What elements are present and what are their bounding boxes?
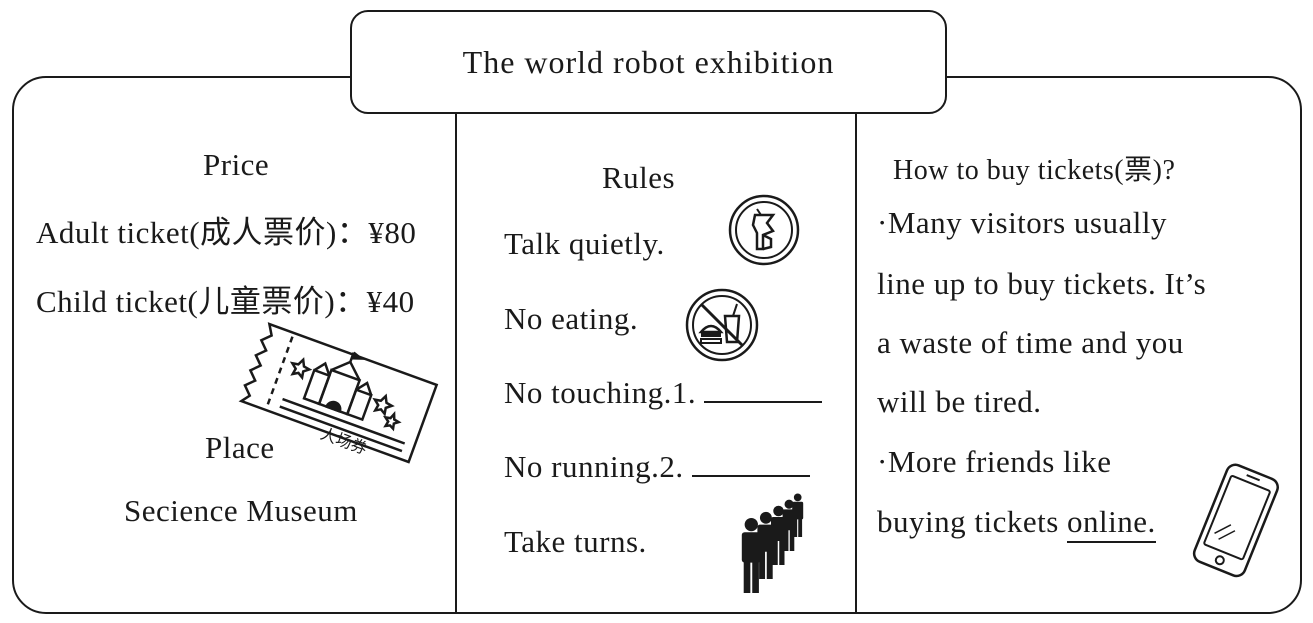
rule-no-running: No running.2.: [504, 449, 810, 485]
buy-tickets-heading: How to buy tickets(票)?: [893, 155, 1176, 186]
answer-blank-1: [704, 401, 823, 403]
buy-tickets-line-3: a waste of time and you: [877, 325, 1184, 360]
rule-take-turns: Take turns.: [504, 524, 647, 559]
rule-no-touching: No touching.1.: [504, 375, 823, 411]
online-underlined-word: online.: [1067, 504, 1156, 543]
answer-blank-2: [691, 475, 810, 477]
rule-no-running-text: No running.2.: [504, 449, 684, 484]
rule-no-eating: No eating.: [504, 301, 639, 336]
title-text: The world robot exhibition: [462, 43, 835, 80]
buy-tickets-line-5: ·More friends like: [877, 444, 1112, 479]
place-value: Secience Museum: [124, 493, 358, 528]
queue-people-icon: [741, 493, 804, 593]
smartphone-icon: [1192, 463, 1279, 578]
admission-ticket-icon: 人场券: [238, 322, 439, 464]
adult-ticket-price: Adult ticket(成人票价)：¥80: [36, 215, 417, 250]
buy-tickets-line-6: buying tickets online.: [877, 504, 1156, 543]
buy-tickets-line-6-text: buying tickets: [877, 504, 1068, 539]
exhibition-frame: [12, 76, 1302, 614]
quiet-sign-icon: [728, 194, 800, 266]
rules-heading: Rules: [602, 160, 676, 195]
price-heading: Price: [203, 147, 270, 182]
buy-tickets-line-1: ·Many visitors usually: [877, 205, 1167, 240]
column-divider-right: [855, 114, 857, 614]
child-ticket-price: Child ticket(儿童票价)：¥40: [36, 284, 415, 319]
rule-no-touching-text: No touching.1.: [504, 375, 697, 410]
buy-tickets-line-2: line up to buy tickets. It’s: [877, 266, 1207, 301]
rule-talk-quietly: Talk quietly.: [504, 226, 665, 261]
exhibition-title: The world robot exhibition: [350, 10, 947, 114]
buy-tickets-line-4: will be tired.: [877, 384, 1042, 419]
place-heading: Place: [205, 430, 275, 465]
no-eating-sign-icon: [685, 288, 759, 362]
column-divider-left: [455, 114, 457, 614]
